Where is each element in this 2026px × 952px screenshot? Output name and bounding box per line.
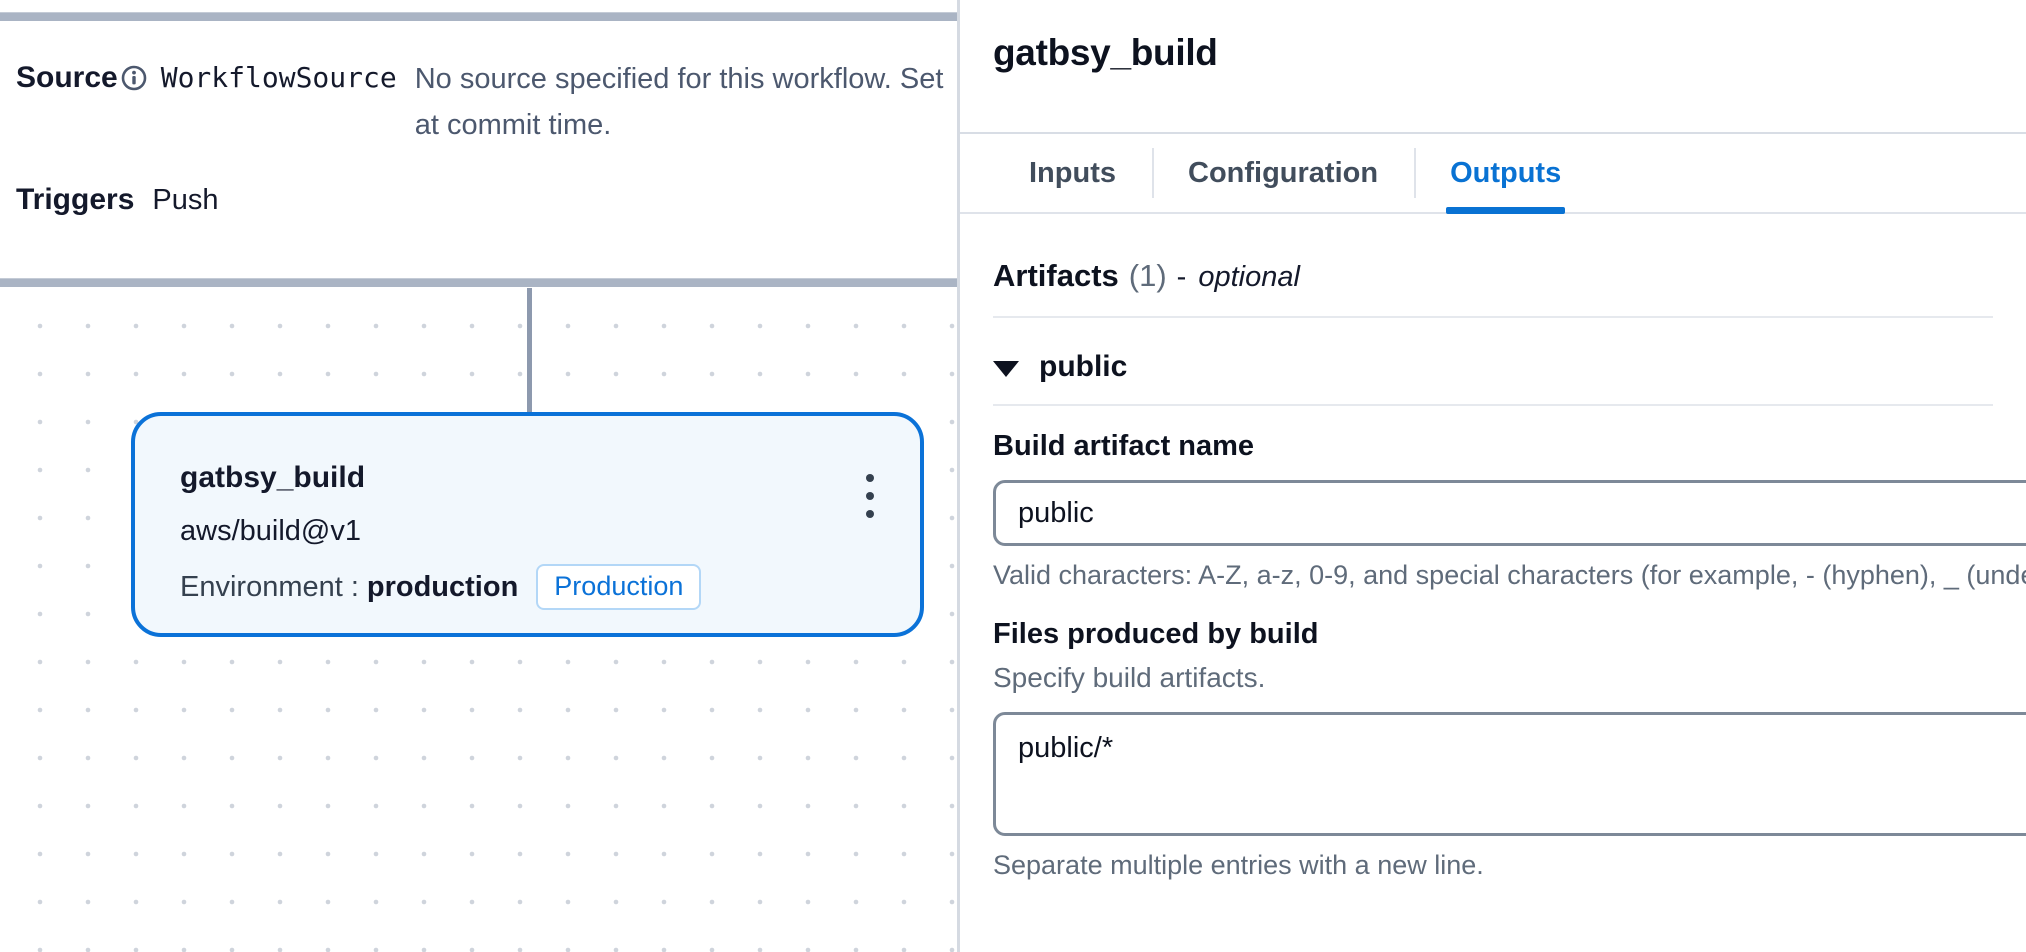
source-label: Source	[16, 61, 118, 94]
files-produced-hint: Separate multiple entries with a new lin…	[993, 850, 1484, 880]
workflow-left-pane: Source WorkflowSource No source specifie…	[0, 0, 957, 952]
kebab-dot	[866, 492, 874, 500]
info-circle-icon[interactable]	[121, 65, 147, 91]
triggers-value: Push	[152, 184, 219, 216]
node-title: gatbsy_build	[180, 461, 366, 494]
files-produced-textarea[interactable]	[993, 712, 2026, 836]
kebab-dot	[866, 510, 874, 518]
tab-configuration[interactable]: Configuration	[1152, 134, 1414, 212]
artifacts-count: (1)	[1128, 258, 1167, 293]
node-environment-separator: :	[350, 571, 359, 603]
node-connector-line	[527, 288, 532, 413]
node-environment-badge[interactable]: Production	[536, 564, 702, 610]
artifact-group-public-header[interactable]: public	[993, 318, 1993, 398]
kebab-menu-icon[interactable]	[866, 474, 874, 518]
node-action: aws/build@v1	[180, 515, 361, 547]
artifact-group-divider	[993, 404, 1993, 406]
node-environment-row: Environment : production Production	[180, 560, 890, 614]
caret-down-icon[interactable]	[993, 360, 1019, 377]
top-separator-bar	[0, 12, 957, 21]
triggers-row: Triggers Push	[16, 178, 946, 222]
workflow-metadata: Source WorkflowSource No source specifie…	[16, 56, 946, 222]
artifact-group-public-label: public	[1039, 350, 1128, 383]
tab-inputs-label: Inputs	[1029, 156, 1116, 189]
canvas-separator-bar	[0, 278, 957, 287]
tab-configuration-label: Configuration	[1188, 156, 1379, 189]
kebab-dot	[866, 474, 874, 482]
artifacts-divider	[993, 316, 1993, 318]
artifacts-header: Artifacts (1) - optional	[993, 214, 1993, 310]
panel-header: gatbsy_build	[960, 0, 2026, 134]
tab-outputs[interactable]: Outputs	[1414, 134, 1597, 214]
outputs-section: Artifacts (1) - optional public Build ar…	[960, 214, 2026, 884]
artifacts-optional-tag: optional	[1198, 261, 1300, 293]
files-produced-sublabel: Specify build artifacts.	[993, 662, 1266, 693]
artifacts-dash: -	[1176, 261, 1187, 293]
source-row: Source WorkflowSource No source specifie…	[16, 56, 946, 148]
source-description: No source specified for this workflow. S…	[414, 63, 944, 141]
build-artifact-name-hint: Valid characters: A-Z, a-z, 0-9, and spe…	[993, 560, 2026, 590]
node-environment-label: Environment	[180, 571, 343, 603]
source-name: WorkflowSource	[160, 61, 397, 94]
workflow-canvas[interactable]: gatbsy_build aws/build@v1 Environment : …	[0, 288, 957, 952]
artifacts-title: Artifacts	[993, 258, 1119, 293]
tab-outputs-label: Outputs	[1450, 156, 1562, 189]
tab-inputs[interactable]: Inputs	[993, 134, 1152, 212]
triggers-label: Triggers	[16, 183, 135, 216]
build-artifact-name-field: Build artifact name Valid characters: A-…	[993, 406, 2026, 594]
panel-tabs: Inputs Configuration Outputs	[960, 134, 2026, 214]
node-details-panel: gatbsy_build Inputs Configuration Output…	[957, 0, 2026, 952]
node-environment-value: production	[366, 571, 519, 603]
build-artifact-name-input[interactable]	[993, 480, 2026, 546]
build-artifact-name-label: Build artifact name	[993, 430, 1255, 462]
files-produced-field: Files produced by build Specify build ar…	[993, 594, 2026, 884]
files-produced-label: Files produced by build	[993, 618, 1319, 650]
page-title: gatbsy_build	[993, 32, 1218, 73]
workflow-node-gatbsy-build[interactable]: gatbsy_build aws/build@v1 Environment : …	[131, 412, 924, 637]
